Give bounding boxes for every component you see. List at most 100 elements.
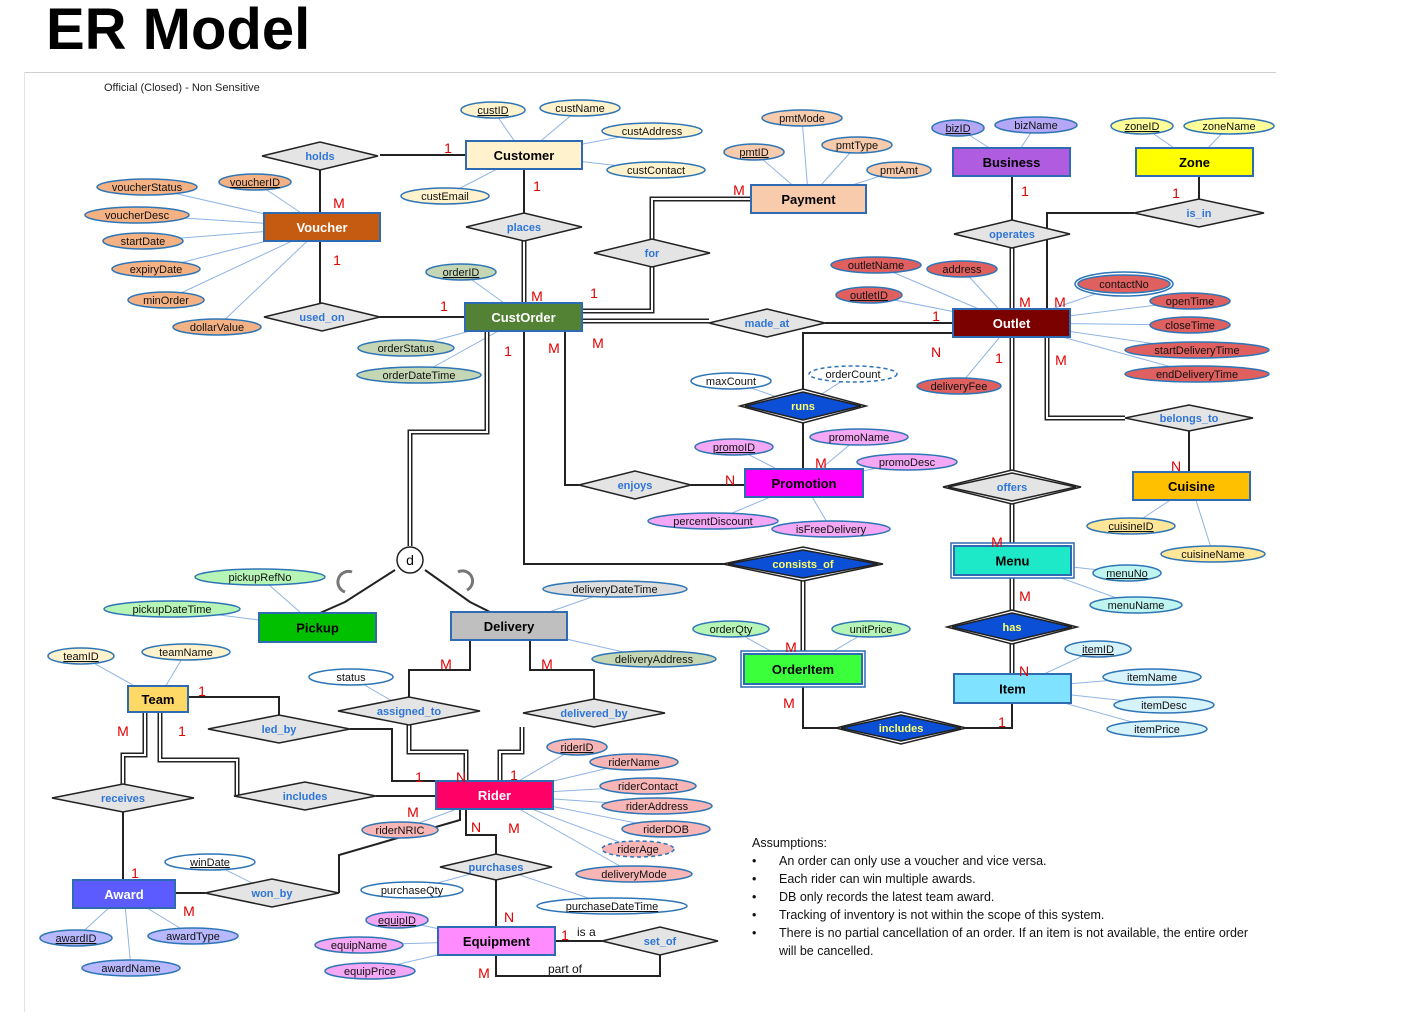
attribute-riderName[interactable]: riderName xyxy=(589,753,679,771)
attribute-percentDiscount[interactable]: percentDiscount xyxy=(647,512,779,530)
relationship-delivered_by[interactable]: delivered_by xyxy=(522,698,666,728)
attribute-itemName[interactable]: itemName xyxy=(1102,668,1202,686)
attribute-itemID[interactable]: itemID xyxy=(1064,640,1132,658)
attribute-closeTime[interactable]: closeTime xyxy=(1149,316,1231,334)
attribute-maxCount[interactable]: maxCount xyxy=(690,372,772,390)
entity-customer[interactable]: Customer xyxy=(465,140,583,170)
attribute-dollarValue[interactable]: dollarValue xyxy=(172,318,262,336)
attribute-address[interactable]: address xyxy=(926,260,998,278)
attribute-contactNo[interactable]: contactNo xyxy=(1074,271,1174,297)
attribute-pmtType[interactable]: pmtType xyxy=(821,136,893,154)
entity-voucher[interactable]: Voucher xyxy=(263,212,381,242)
attribute-outletID[interactable]: outletID xyxy=(835,286,903,304)
attribute-unitPrice[interactable]: unitPrice xyxy=(831,620,911,638)
attribute-pmtAmt[interactable]: pmtAmt xyxy=(866,161,932,179)
entity-custorder[interactable]: CustOrder xyxy=(464,302,583,332)
attribute-riderID[interactable]: riderID xyxy=(546,738,608,756)
attribute-itemPrice[interactable]: itemPrice xyxy=(1106,720,1208,738)
entity-menu[interactable]: Menu xyxy=(950,542,1075,579)
relationship-used_on[interactable]: used_on xyxy=(263,302,381,332)
relationship-won_by[interactable]: won_by xyxy=(204,878,340,908)
attribute-pickupRefNo[interactable]: pickupRefNo xyxy=(194,568,326,586)
entity-team[interactable]: Team xyxy=(127,685,189,713)
attribute-custName[interactable]: custName xyxy=(539,99,621,117)
attribute-deliveryMode[interactable]: deliveryMode xyxy=(575,865,693,883)
relationship-receives[interactable]: receives xyxy=(51,783,195,813)
attribute-equipName[interactable]: equipName xyxy=(314,936,404,954)
attribute-purchaseQty[interactable]: purchaseQty xyxy=(360,881,464,899)
relationship-purchases[interactable]: purchases xyxy=(439,853,553,881)
attribute-zoneID[interactable]: zoneID xyxy=(1110,117,1174,135)
attribute-awardName[interactable]: awardName xyxy=(81,959,181,977)
entity-business[interactable]: Business xyxy=(952,147,1071,177)
relationship-operates[interactable]: operates xyxy=(953,219,1071,249)
attribute-bizName[interactable]: bizName xyxy=(994,116,1078,134)
attribute-menuNo[interactable]: menuNo xyxy=(1092,564,1162,582)
attribute-custContact[interactable]: custContact xyxy=(606,161,706,179)
attribute-itemDesc[interactable]: itemDesc xyxy=(1113,696,1215,714)
attribute-equipPrice[interactable]: equipPrice xyxy=(324,962,416,980)
relationship-led_by[interactable]: led_by xyxy=(207,714,351,744)
attribute-cuisineID[interactable]: cuisineID xyxy=(1086,517,1176,535)
attribute-riderDOB[interactable]: riderDOB xyxy=(621,820,711,838)
attribute-teamID[interactable]: teamID xyxy=(47,647,115,665)
relationship-offers[interactable]: offers xyxy=(942,469,1082,505)
attribute-equipID[interactable]: equipID xyxy=(365,911,429,929)
relationship-places[interactable]: places xyxy=(465,212,583,242)
relationship-enjoys[interactable]: enjoys xyxy=(578,470,692,500)
entity-equipment[interactable]: Equipment xyxy=(437,926,556,956)
attribute-winDate[interactable]: winDate xyxy=(164,853,256,871)
relationship-has[interactable]: has xyxy=(944,609,1080,645)
attribute-custID[interactable]: custID xyxy=(460,101,526,119)
attribute-orderDateTime[interactable]: orderDateTime xyxy=(356,366,482,384)
entity-promotion[interactable]: Promotion xyxy=(744,468,864,498)
entity-cuisine[interactable]: Cuisine xyxy=(1132,471,1251,501)
attribute-pickupDateTime[interactable]: pickupDateTime xyxy=(103,600,241,618)
attribute-expiryDate[interactable]: expiryDate xyxy=(111,260,201,278)
relationship-includes_item[interactable]: includes xyxy=(835,711,967,745)
attribute-openTime[interactable]: openTime xyxy=(1149,292,1231,310)
attribute-voucherDesc[interactable]: voucherDesc xyxy=(84,206,190,224)
relationship-made_at[interactable]: made_at xyxy=(708,308,826,338)
relationship-belongs_to[interactable]: belongs_to xyxy=(1124,404,1254,432)
attribute-promoDesc[interactable]: promoDesc xyxy=(856,453,958,471)
relationship-assigned_to[interactable]: assigned_to xyxy=(337,696,481,726)
attribute-zoneName[interactable]: zoneName xyxy=(1183,117,1275,135)
attribute-cuisineName[interactable]: cuisineName xyxy=(1160,545,1266,563)
attribute-custEmail[interactable]: custEmail xyxy=(400,187,490,205)
entity-rider[interactable]: Rider xyxy=(435,780,554,810)
entity-delivery[interactable]: Delivery xyxy=(450,611,568,641)
relationship-consists_of[interactable]: consists_of xyxy=(722,546,884,582)
attribute-deliveryFee[interactable]: deliveryFee xyxy=(916,377,1002,395)
attribute-menuName[interactable]: menuName xyxy=(1089,596,1183,614)
attribute-promoID[interactable]: promoID xyxy=(694,438,774,456)
relationship-includes_rider[interactable]: includes xyxy=(233,781,377,811)
attribute-pmtID[interactable]: pmtID xyxy=(723,143,785,161)
attribute-orderCount[interactable]: orderCount xyxy=(808,365,898,383)
relationship-holds[interactable]: holds xyxy=(261,141,379,171)
attribute-orderStatus[interactable]: orderStatus xyxy=(357,339,455,357)
relationship-is_in[interactable]: is_in xyxy=(1133,198,1265,228)
attribute-promoName[interactable]: promoName xyxy=(809,428,909,446)
entity-payment[interactable]: Payment xyxy=(750,184,867,214)
attribute-voucherStatus[interactable]: voucherStatus xyxy=(96,178,198,196)
relationship-set_of[interactable]: set_of xyxy=(601,926,719,956)
relationship-for[interactable]: for xyxy=(593,238,711,268)
attribute-purchaseDateTime[interactable]: purchaseDateTime xyxy=(536,897,688,915)
attribute-orderQty[interactable]: orderQty xyxy=(692,620,770,638)
attribute-orderID[interactable]: orderID xyxy=(425,263,497,281)
entity-award[interactable]: Award xyxy=(72,879,176,909)
attribute-isFreeDelivery[interactable]: isFreeDelivery xyxy=(771,520,891,538)
attribute-riderAge[interactable]: riderAge xyxy=(601,840,675,858)
attribute-deliveryDateTime[interactable]: deliveryDateTime xyxy=(542,580,688,598)
attribute-minOrder[interactable]: minOrder xyxy=(127,291,205,309)
attribute-startDate[interactable]: startDate xyxy=(102,232,184,250)
attribute-riderNRIC[interactable]: riderNRIC xyxy=(361,821,439,839)
attribute-awardType[interactable]: awardType xyxy=(147,927,239,945)
entity-orderitem[interactable]: OrderItem xyxy=(740,650,866,688)
attribute-startDeliveryTime[interactable]: startDeliveryTime xyxy=(1124,341,1270,359)
attribute-endDeliveryTime[interactable]: endDeliveryTime xyxy=(1124,365,1270,383)
attribute-riderAddress[interactable]: riderAddress xyxy=(601,797,713,815)
attribute-outletName[interactable]: outletName xyxy=(830,256,922,274)
attribute-teamName[interactable]: teamName xyxy=(141,643,231,661)
